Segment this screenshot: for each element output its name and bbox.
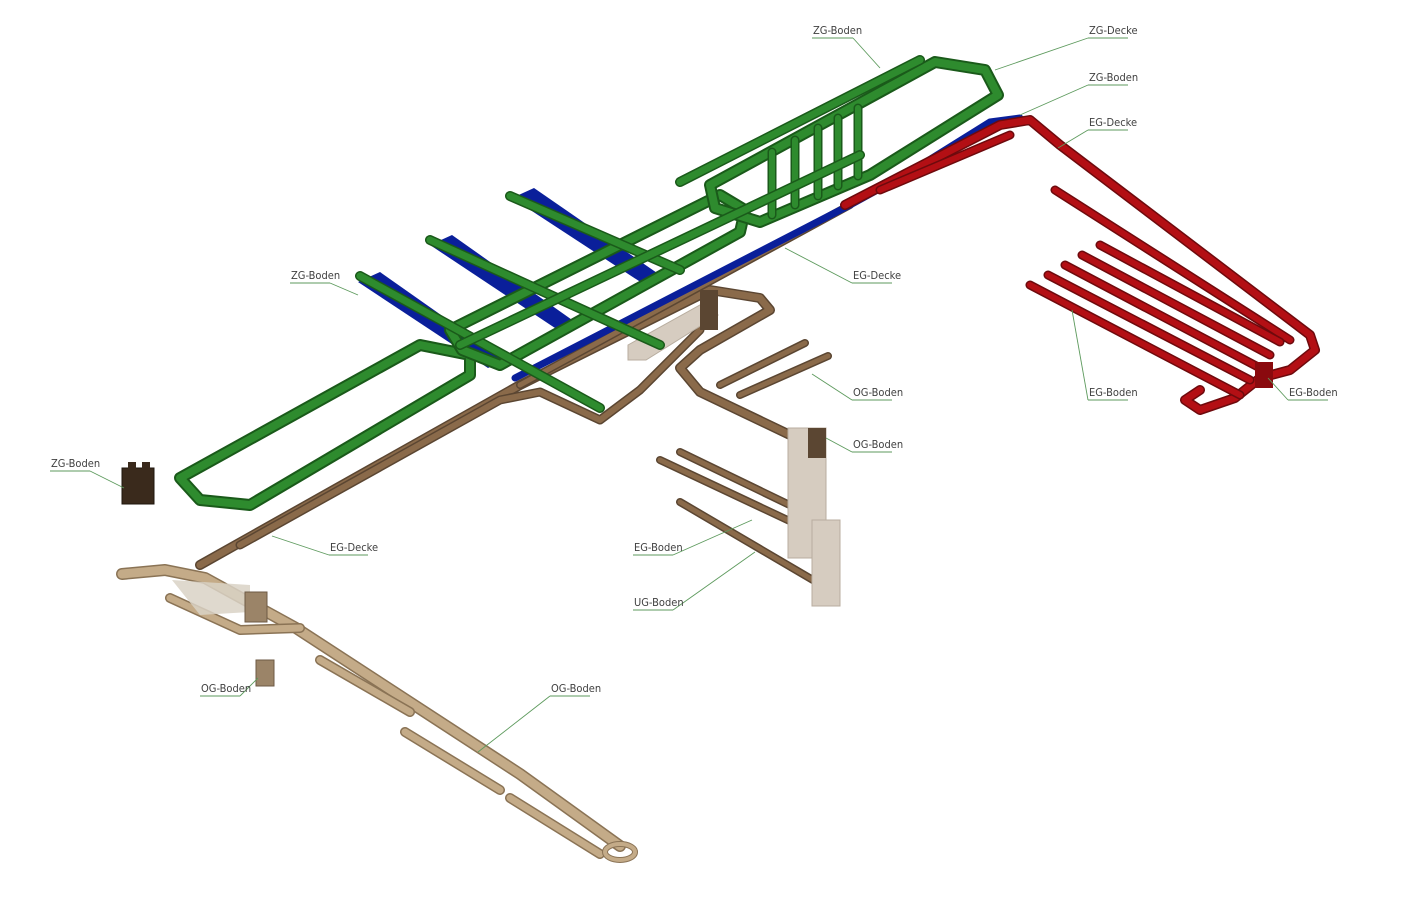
og-boden-lower-track	[116, 564, 638, 863]
label-eg-boden-mid: EG-Boden	[634, 541, 683, 554]
labels: ZG-Boden ZG-Decke ZG-Boden EG-Decke EG-D…	[51, 24, 1338, 695]
label-eg-decke-red: EG-Decke	[1089, 116, 1137, 129]
label-eg-decke-mid: EG-Decke	[853, 269, 901, 282]
og-boden-lower-block	[244, 591, 275, 687]
label-og-boden-right1: OG-Boden	[853, 386, 903, 399]
label-zg-boden-left: ZG-Boden	[291, 269, 340, 282]
label-ug-boden: UG-Boden	[634, 596, 684, 609]
label-eg-boden-red2: EG-Boden	[1289, 386, 1338, 399]
eg-decke-brown-track	[195, 201, 854, 594]
label-zg-boden-blue: ZG-Boden	[1089, 71, 1138, 84]
label-og-boden-right2: OG-Boden	[853, 438, 903, 451]
leader-lines	[50, 37, 1328, 753]
label-eg-boden-red: EG-Boden	[1089, 386, 1138, 399]
eg-boden-red-track	[840, 115, 1320, 415]
zg-decke-green-track	[174, 55, 1004, 511]
label-og-boden-low2: OG-Boden	[551, 682, 601, 695]
eg-decke-blocks	[627, 290, 841, 607]
label-zg-boden-top: ZG-Boden	[813, 24, 862, 37]
label-eg-decke-low: EG-Decke	[330, 541, 378, 554]
label-og-boden-low1: OG-Boden	[201, 682, 251, 695]
label-zg-boden-block: ZG-Boden	[51, 457, 100, 470]
label-zg-decke-top: ZG-Decke	[1089, 24, 1138, 37]
zg-boden-block	[121, 462, 155, 505]
